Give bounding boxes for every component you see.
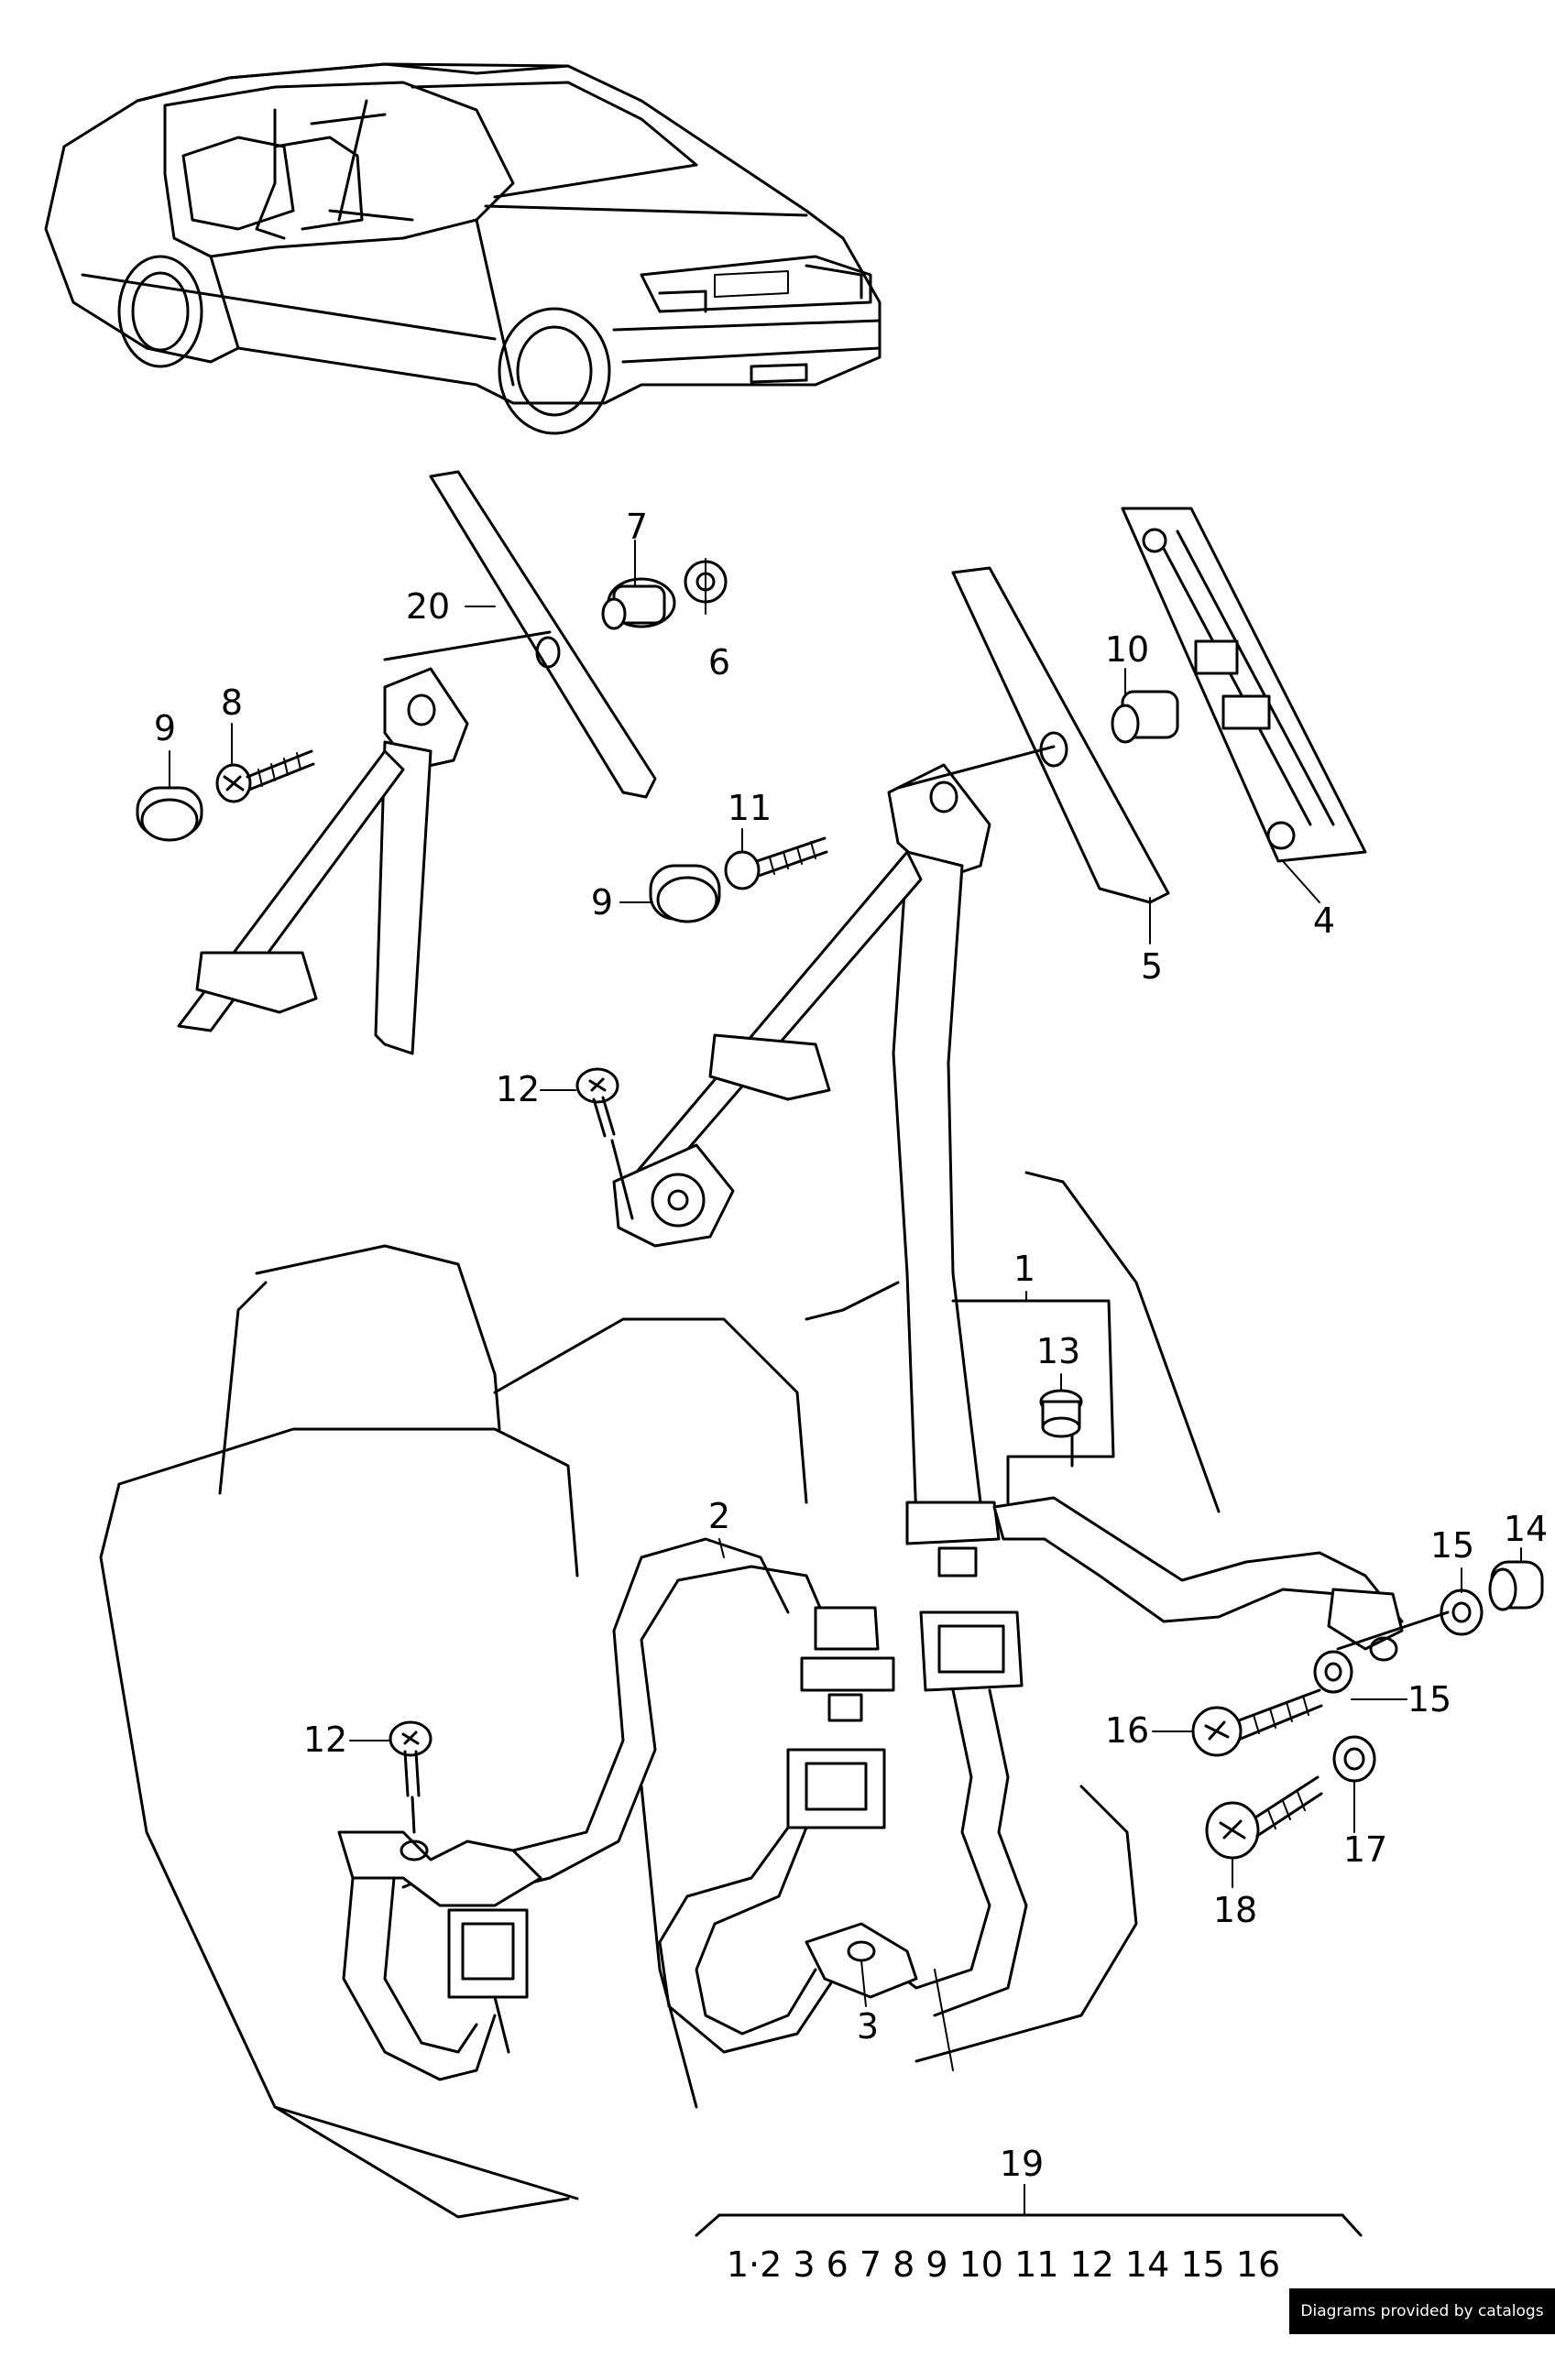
cap-9-right — [649, 864, 721, 923]
callout-14: 14 — [1504, 1509, 1548, 1549]
footer-credit: Diagrams provided by catalogs parts — [1289, 2288, 1555, 2366]
washer-17 — [1332, 1735, 1376, 1783]
callout-12a: 12 — [496, 1069, 540, 1109]
car-overview-illustration — [44, 62, 882, 435]
callout-8: 8 — [221, 682, 243, 723]
callout-7: 7 — [626, 507, 648, 547]
spacer-7 — [601, 577, 676, 630]
callout-20: 20 — [406, 586, 450, 627]
bolt-16 — [1191, 1688, 1323, 1757]
washer-15-upper — [1440, 1588, 1484, 1636]
lap-belts — [337, 1299, 1404, 2081]
callout-18: 18 — [1213, 1890, 1257, 1930]
grommet-13 — [1039, 1389, 1083, 1438]
callout-10: 10 — [1105, 629, 1149, 670]
callout-15a: 15 — [1430, 1525, 1474, 1566]
spacer-14 — [1488, 1560, 1544, 1611]
kit-contents-list: 1·2 3 6 7 8 9 10 11 12 14 15 16 — [727, 2244, 1280, 2285]
callout-9a: 9 — [154, 708, 176, 748]
callout-12b: 12 — [303, 1719, 347, 1760]
callout-9b: 9 — [591, 882, 613, 923]
callout-19: 19 — [1000, 2144, 1044, 2184]
screw-12-lower — [389, 1720, 433, 1834]
right-lower-hardware — [1039, 1389, 1544, 1860]
height-adjuster-4 — [1121, 507, 1367, 863]
callout-6: 6 — [708, 642, 730, 682]
callout-5: 5 — [1141, 946, 1163, 987]
callout-labels: 1 2 3 4 5 6 7 8 9 9 10 11 12 12 13 14 15… — [154, 507, 1548, 2285]
callout-3: 3 — [857, 2006, 879, 2047]
callout-17: 17 — [1343, 1829, 1387, 1870]
bolt-18 — [1205, 1775, 1323, 1860]
callout-15b: 15 — [1407, 1679, 1451, 1719]
rear-seat-outline — [99, 1171, 1221, 2219]
bolt-8 — [215, 749, 315, 803]
bolt-11 — [724, 836, 828, 890]
right-upper-anchor-group — [575, 507, 1367, 1523]
callout-2: 2 — [708, 1496, 730, 1536]
callout-4: 4 — [1313, 901, 1335, 941]
callout-16: 16 — [1105, 1710, 1149, 1751]
callout-13: 13 — [1036, 1331, 1080, 1371]
screw-12-upper — [575, 1067, 634, 1220]
cap-9-left — [136, 786, 203, 842]
leader-lines — [169, 540, 1522, 2237]
callout-1: 1 — [1013, 1249, 1035, 1289]
washer-15-lower — [1313, 1650, 1353, 1694]
retractor — [612, 1143, 735, 1248]
spacer-10 — [1111, 690, 1179, 744]
left-upper-anchor-group — [136, 470, 728, 1055]
callout-11: 11 — [728, 788, 772, 828]
